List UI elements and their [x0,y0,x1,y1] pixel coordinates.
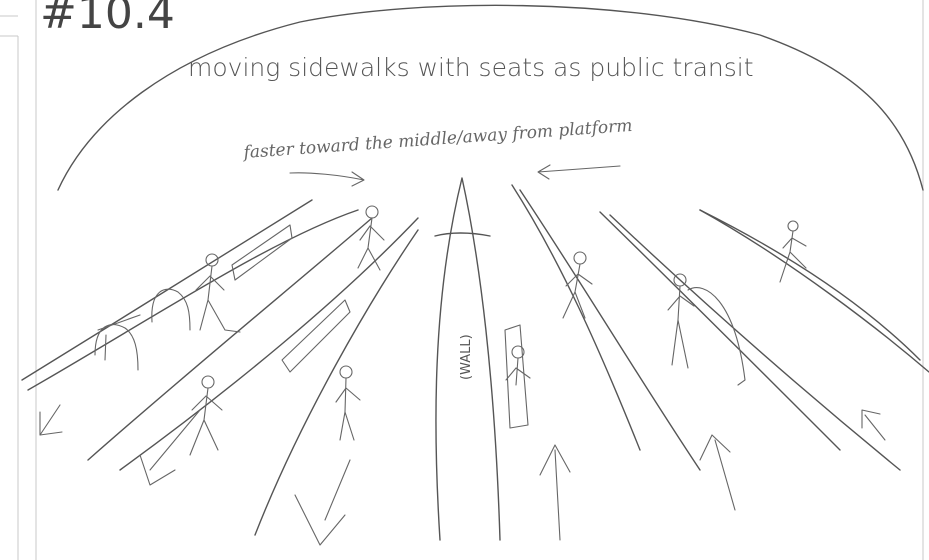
arrow-down-left-icon [40,405,62,435]
arrow-down-icon [295,460,350,545]
arrow-down-left-icon [140,410,200,485]
direction-arrows [40,405,885,545]
dome-curve [58,5,923,190]
person-icon [506,346,530,385]
arrow-up-icon [700,435,735,510]
person-icon [196,254,240,332]
seats [95,225,745,428]
arrow-up-icon [540,445,570,540]
sketch-number: #10.4 [40,0,175,39]
wall-label: (WALL) [459,334,474,380]
sketch-title: moving sidewalks with seats as public tr… [188,53,754,82]
arrow-left-icon [538,165,620,179]
person-icon [358,206,384,270]
arrow-up-right-icon [862,410,885,440]
person-icon [780,221,806,282]
person-icon [668,274,694,368]
arrow-right-icon [290,172,364,186]
person-icon [336,366,360,440]
annotation-text: faster toward the middle/away from platf… [241,116,633,163]
